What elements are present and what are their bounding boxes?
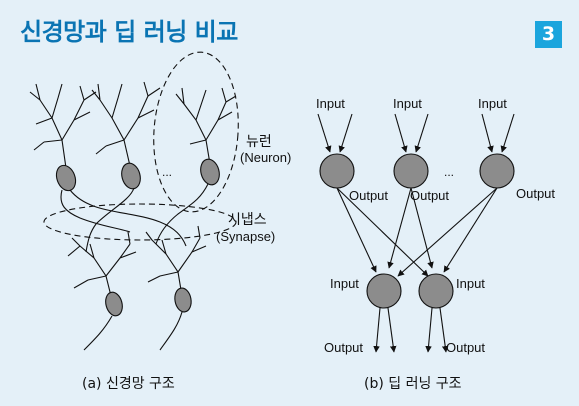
input-label-low-1: Input — [330, 276, 359, 291]
input-arrow — [395, 114, 406, 152]
neuron-body-1 — [53, 163, 79, 194]
synapse-highlight-ellipse — [44, 204, 236, 240]
top-node-1 — [320, 154, 354, 188]
input-arrow — [482, 114, 492, 152]
synapse-label: 시냅스 — [228, 212, 267, 228]
input-label-top-1: Input — [316, 96, 345, 111]
axon-tail-4 — [84, 316, 112, 350]
deep-ellipsis: ... — [444, 165, 454, 179]
neural-network-drawing — [30, 49, 243, 350]
input-arrow — [318, 114, 330, 152]
input-arrow — [340, 114, 352, 152]
top-node-3 — [480, 154, 514, 188]
neuron-body-3 — [198, 157, 222, 187]
neuron-body-5 — [173, 287, 193, 313]
dendrites-neuron-3 — [176, 88, 236, 164]
synapse-label-en: (Synapse) — [216, 229, 275, 244]
neural-ellipsis: ... — [162, 165, 172, 179]
deep-caption: (b) 딥 러닝 구조 — [364, 376, 462, 392]
axon-tail-5 — [160, 312, 182, 350]
output-arrow — [376, 308, 380, 352]
neuron-highlight-ellipse — [149, 49, 244, 214]
connection-arrow — [444, 188, 497, 272]
output-label-bottom-2: Output — [446, 340, 485, 355]
input-label-top-2: Input — [393, 96, 422, 111]
deep-learning-drawing — [318, 114, 514, 352]
output-label-mid-2: Output — [410, 188, 449, 203]
dendrites-neuron-2 — [92, 82, 160, 166]
neuron-label: 뉴런 — [246, 134, 272, 150]
neuron-body-4 — [103, 290, 125, 317]
input-label-top-3: Input — [478, 96, 507, 111]
output-label-mid-1: Output — [349, 188, 388, 203]
dendrites-neuron-1 — [30, 84, 96, 168]
mid-node-2 — [419, 274, 453, 308]
output-arrow — [428, 308, 432, 352]
mid-node-1 — [367, 274, 401, 308]
output-arrow — [388, 308, 394, 352]
axons — [61, 184, 208, 252]
input-arrow — [416, 114, 428, 152]
input-label-low-2: Input — [456, 276, 485, 291]
neuron-label-en: (Neuron) — [240, 150, 291, 165]
top-node-2 — [394, 154, 428, 188]
output-label-mid-3: Output — [516, 186, 555, 201]
dendrites-neuron-4 — [68, 232, 136, 300]
neuron-body-2 — [119, 161, 143, 191]
neural-caption: (a) 신경망 구조 — [82, 376, 175, 392]
output-label-bottom-1: Output — [324, 340, 363, 355]
input-arrow — [502, 114, 514, 152]
